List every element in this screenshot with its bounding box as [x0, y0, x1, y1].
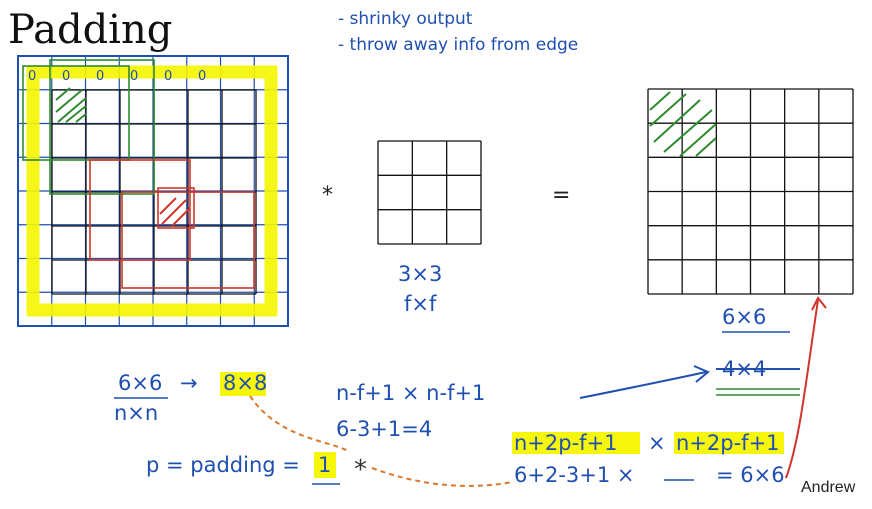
orange-connector-2 [371, 467, 513, 487]
zero-pad-value: 0 [96, 69, 104, 84]
zero-padding-values: 0 0 0 0 0 0 [28, 69, 206, 84]
padding-star-marker: * [354, 455, 367, 485]
formula-arrow [579, 371, 707, 399]
note-shrinky-output: - shrinky output [338, 9, 473, 29]
filter-position-green [22, 65, 130, 161]
equals-operator: = [552, 183, 570, 208]
output-example: 6-3+1=4 [336, 417, 432, 441]
padding-definition: p = padding = [146, 453, 300, 477]
padded-formula-b-highlight [674, 432, 784, 454]
slide-title: Padding [8, 7, 172, 53]
input-symbol-eq: n×n [114, 401, 158, 425]
zero-pad-value: 0 [28, 69, 36, 84]
filter-position-red-1 [89, 159, 191, 261]
zero-pad-value: 0 [62, 69, 70, 84]
filter-size-label: 3×3 [398, 262, 442, 286]
padded-formula-b: n+2p-f+1 [676, 431, 780, 455]
padded-example-right: = 6×6 [716, 463, 785, 487]
author-credit: Andrew [801, 479, 856, 496]
convolution-operator: * [322, 183, 333, 208]
red-hatch-cell [159, 197, 191, 227]
padding-value-highlight [314, 452, 336, 478]
note-throw-away-info: - throw away info from edge [338, 35, 578, 55]
output-formula: n-f+1 × n-f+1 [336, 381, 485, 405]
output-hatch-cell [649, 91, 717, 157]
output-size-label: 6×6 [722, 305, 766, 329]
padding-highlight [26, 65, 278, 317]
padded-formula-a-highlight [512, 432, 640, 454]
zero-pad-value: 0 [164, 69, 172, 84]
input-to-padded-arrow: → [180, 371, 198, 395]
filter-position-green-2 [49, 59, 155, 195]
orange-connector-1 [249, 395, 351, 453]
zero-pad-value: 0 [130, 69, 138, 84]
filter-position-red-2 [121, 191, 255, 289]
formula-arrow-head [693, 365, 710, 383]
result-arrow-red-head [811, 296, 827, 311]
filter-symbol-label: f×f [404, 292, 437, 316]
padding-value: 1 [318, 453, 331, 477]
filter-3x3-grid [377, 140, 482, 245]
filter-position-red-3 [157, 187, 195, 229]
padded-size-eq: 8×8 [223, 371, 267, 395]
result-arrow-red [785, 299, 819, 479]
green-hatch-cell [55, 87, 87, 123]
padded-formula-times: × [648, 431, 666, 455]
padded-size-highlight [220, 372, 266, 396]
input-size-eq: 6×6 [118, 371, 162, 395]
padded-example-left: 6+2-3+1 × [514, 463, 634, 487]
padding-blue-lines [17, 55, 289, 327]
padded-formula-a: n+2p-f+1 [514, 431, 618, 455]
padded-input-grid: 0 0 0 0 0 0 [17, 55, 289, 327]
output-6x6-grid [647, 88, 854, 295]
zero-pad-value: 0 [198, 69, 206, 84]
